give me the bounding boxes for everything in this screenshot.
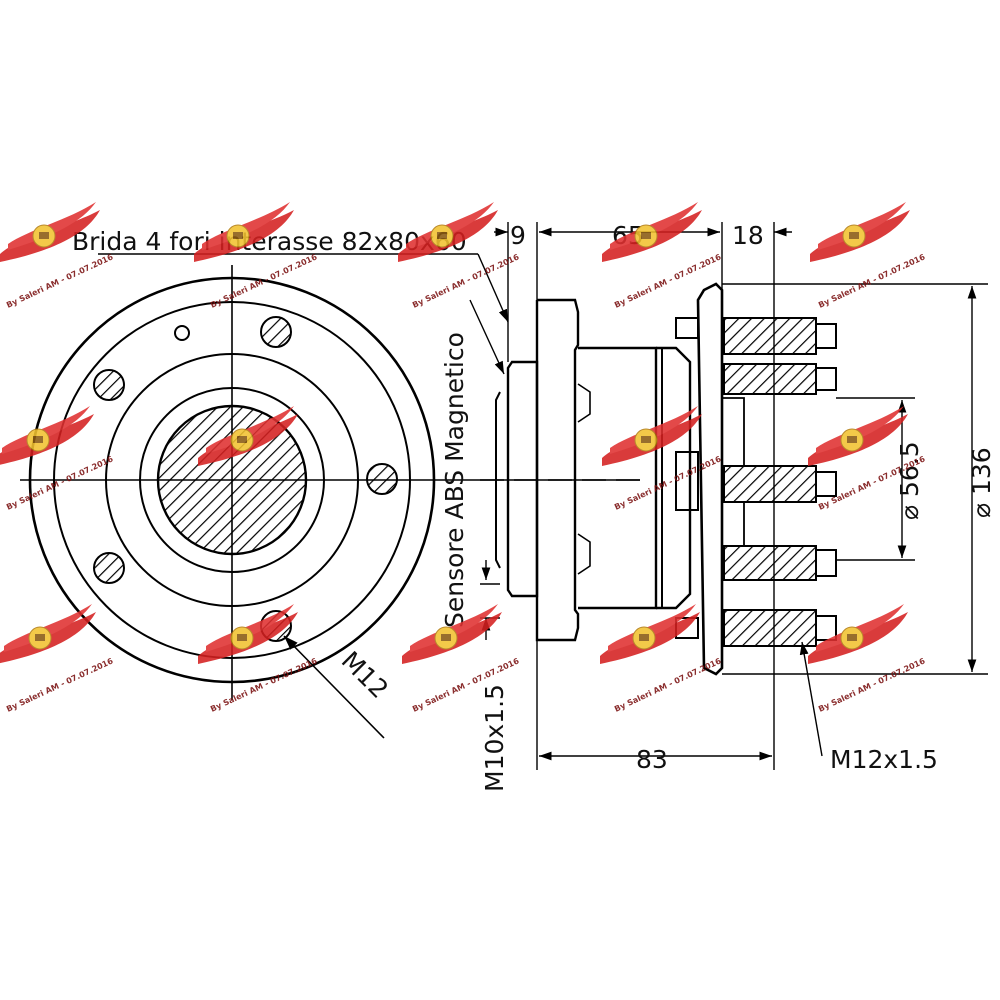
stud-tip [815,615,837,641]
bearing-body [578,346,658,610]
bolt-hole [366,463,398,495]
hole-thread-label: M12 [336,646,394,704]
bolt-hole [93,369,125,401]
dim-9: 9 [510,221,526,250]
wheel-stud [723,465,817,503]
watermark-logo-icon [599,603,701,665]
watermark-text: By Saleri AM - 07.07.2016 [613,656,723,714]
watermark-text: By Saleri AM - 07.07.2016 [5,454,115,512]
watermark-logo-icon [0,603,97,665]
sensor-leader [469,299,505,375]
front-view: M12 [20,265,640,739]
body-details [577,383,591,575]
abs-sensor-ring [506,360,539,598]
hub-center-boss [675,451,699,511]
wheel-stud [723,609,817,647]
watermark-text: By Saleri AM - 07.07.2016 [5,252,115,310]
stud-thread-label: M12x1.5 [830,745,938,774]
dim-56-5: ⌀ 56.5 [895,441,924,520]
m12-leader [283,635,385,739]
dim-136: ⌀ 136 [967,447,996,518]
watermark-text: By Saleri AM - 07.07.2016 [209,656,319,714]
bolt-hole [260,316,292,348]
watermark-text: By Saleri AM - 07.07.2016 [817,252,927,310]
stud-tip [815,323,837,349]
watermark-text: By Saleri AM - 07.07.2016 [613,252,723,310]
watermark-logo-icon [601,405,703,467]
stud-tip [815,367,837,391]
pilot-hole [174,325,190,341]
hub-flange [696,282,724,676]
wheel-stud [723,545,817,581]
watermark-text: By Saleri AM - 07.07.2016 [411,252,521,310]
side-view [480,282,837,676]
stud-tip [815,549,837,577]
watermark-text: By Saleri AM - 07.07.2016 [209,252,319,310]
watermark-logo-icon [807,405,909,467]
dimensions: 9 65 18 83 ⌀ 56.5 ⌀ 136 M10x1.5 M12x1.5 [480,221,996,792]
bearing-mount-flange [535,298,580,642]
watermark-logo-icon [809,201,911,263]
flange-leader [477,253,509,323]
wheel-stud [723,317,817,355]
dim-18: 18 [732,221,764,250]
wheel-studs [723,317,837,647]
hub-neck [656,346,692,610]
dim-83: 83 [636,745,668,774]
watermark-text: By Saleri AM - 07.07.2016 [5,656,115,714]
stud-tip [815,471,837,497]
wheel-stud [723,363,817,395]
watermark-logo-icon [0,405,95,467]
m12x1-5-leader [799,641,823,757]
hub-thread-label: M10x1.5 [480,684,509,792]
watermark-text: By Saleri AM - 07.07.2016 [817,656,927,714]
watermark-text: By Saleri AM - 07.07.2016 [613,454,723,512]
bolt-hole [93,552,125,584]
sensor-label: Sensore ABS Magnetico [440,332,469,628]
